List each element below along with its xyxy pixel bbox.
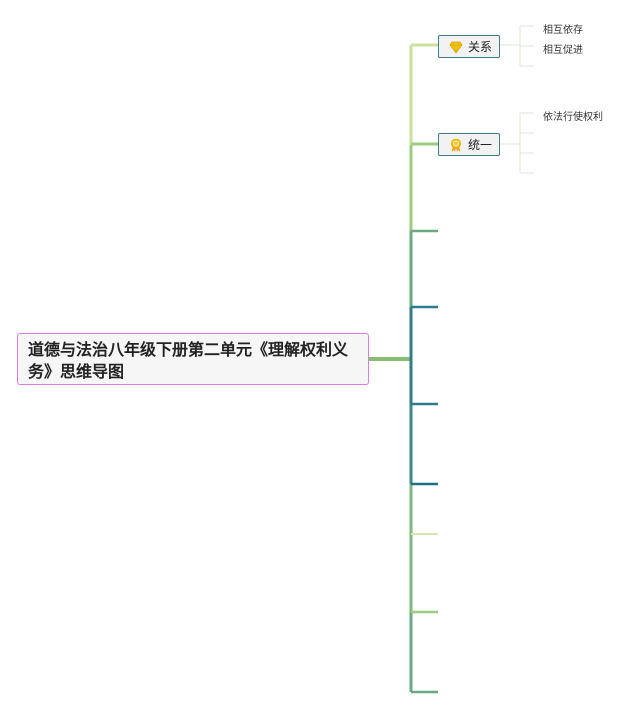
branch-topic-label: 关系 xyxy=(468,40,493,54)
root-topic[interactable]: 道德与法治八年级下册第二单元《理解权利义务》思维导图 xyxy=(17,333,369,385)
diamond-icon xyxy=(449,40,463,54)
branch-topic-unity[interactable]: 统一 xyxy=(438,133,500,156)
branch-topic-label: 统一 xyxy=(468,138,493,152)
leaf-topic[interactable]: 相互依存 xyxy=(543,25,583,36)
leaf-topic[interactable]: 依法行使权利 xyxy=(543,112,603,123)
root-topic-title: 道德与法治八年级下册第二单元《理解权利义务》思维导图 xyxy=(28,340,349,381)
award-ribbon-icon xyxy=(449,138,463,152)
branch-topic-relation[interactable]: 关系 xyxy=(438,35,500,58)
leaf-topic[interactable]: 相互促进 xyxy=(543,45,583,56)
